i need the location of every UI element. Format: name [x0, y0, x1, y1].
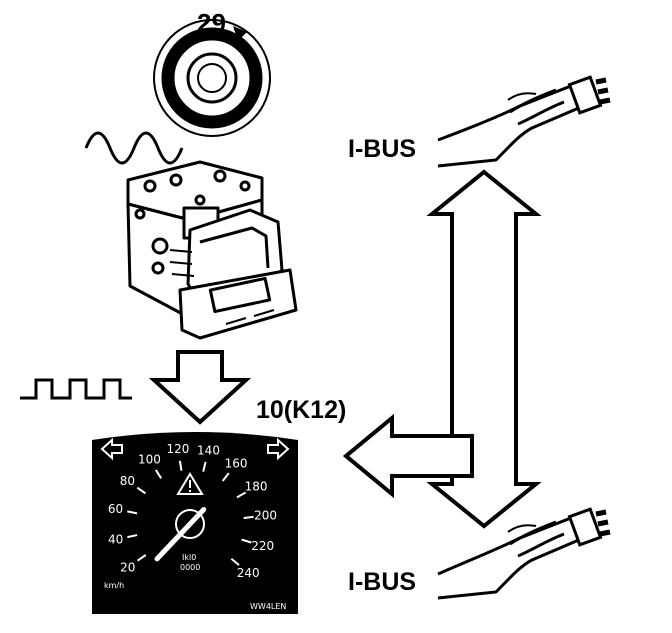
- dial-tick-160: [221, 472, 230, 482]
- dial-label-240: 240: [237, 566, 260, 580]
- bus-label-bottom: I-BUS: [348, 568, 417, 596]
- dial-label-140: 140: [197, 443, 220, 457]
- dial-label-100: 100: [138, 453, 161, 467]
- bus-branch-arrow-icon: [342, 413, 474, 499]
- dial-label-120: 120: [167, 442, 190, 456]
- dial-tick-40: [127, 534, 138, 539]
- turn-left-arrow-icon: [100, 437, 123, 461]
- speedometer-face: [92, 432, 298, 614]
- center-text-line-2: 0000: [180, 563, 200, 572]
- dial-tick-140: [202, 461, 207, 472]
- rotation-arrow-icon: [233, 26, 247, 41]
- dial-hub: [175, 509, 205, 539]
- dial-tick-marks: [127, 460, 254, 566]
- signal-down-arrow-icon: [148, 350, 252, 425]
- dial-label-80: 80: [120, 474, 135, 488]
- bus-label-top: I-BUS: [348, 135, 417, 163]
- dial-tick-120: [178, 460, 183, 471]
- dial-label-220: 220: [251, 539, 274, 553]
- dial-tick-180: [236, 491, 247, 499]
- dial-label-200: 200: [254, 509, 277, 523]
- warning-triangle-icon: [176, 472, 204, 495]
- speedometer-needle: [154, 506, 207, 562]
- square-wave-signal-icon: [20, 378, 132, 400]
- dial-label-60: 60: [108, 502, 123, 516]
- dial-label-20: 20: [120, 561, 135, 575]
- dial-label-160: 160: [225, 457, 248, 471]
- dial-tick-20: [137, 554, 147, 562]
- dial-label-180: 180: [245, 480, 268, 494]
- abs-modulator-unit: [126, 160, 298, 340]
- turn-right-arrow-icon: [267, 437, 290, 461]
- wheel-sensor-label: 29: [197, 8, 226, 38]
- dial-tick-220: [241, 538, 252, 544]
- control-module-label: 10(K12): [256, 396, 347, 424]
- dial-label-40: 40: [108, 533, 123, 547]
- connector-top: [437, 75, 611, 168]
- dial-tick-80: [136, 486, 147, 495]
- bottom-right-text: WW4LEN: [250, 602, 286, 611]
- center-text-line-1: Ikl0: [182, 553, 196, 562]
- dial-tick-60: [127, 510, 138, 515]
- connector-bottom: [437, 507, 611, 600]
- dial-tick-240: [230, 557, 240, 566]
- dial-tick-200: [243, 515, 254, 520]
- sine-signal-icon: [84, 131, 184, 165]
- unit-left-text: km/h: [104, 581, 124, 590]
- wheel-speed-ring: [153, 19, 271, 137]
- dial-tick-100: [154, 469, 163, 479]
